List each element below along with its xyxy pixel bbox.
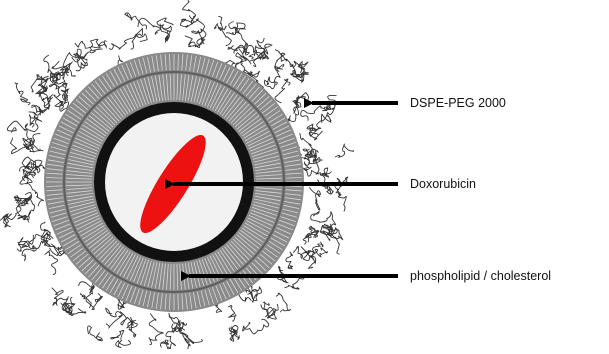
peg-chain (15, 82, 30, 105)
peg-chain (261, 304, 276, 319)
peg-chain (7, 121, 32, 141)
peg-chain (301, 106, 326, 121)
label-drug: Doxorubicin (410, 177, 476, 191)
peg-chain (106, 308, 123, 327)
peg-chain (160, 26, 172, 42)
peg-chain (286, 252, 293, 269)
peg-chain (22, 241, 36, 261)
peg-chain (125, 13, 147, 30)
peg-chain (275, 53, 287, 70)
peg-chain (214, 24, 231, 46)
peg-chain (65, 297, 74, 315)
peg-chain (264, 70, 280, 88)
peg-chain (109, 29, 142, 50)
peg-chain (131, 34, 148, 49)
peg-chain (149, 313, 164, 344)
peg-chain (183, 0, 198, 17)
peg-chain (335, 144, 353, 157)
peg-chain (243, 319, 269, 334)
peg-chain (236, 53, 251, 64)
peg-chain (111, 330, 131, 347)
peg-chain (25, 112, 42, 132)
peg-chain (228, 306, 236, 321)
peg-chain (88, 326, 103, 341)
peg-chain (309, 187, 320, 210)
peg-chain (22, 177, 44, 207)
peg-chain (62, 70, 76, 80)
peg-chain (318, 174, 328, 188)
peg-chain (185, 36, 203, 47)
label-peg: DSPE-PEG 2000 (410, 96, 506, 110)
peg-chain (336, 177, 348, 196)
label-lipid: phospholipid / cholesterol (410, 269, 551, 283)
peg-chain (138, 18, 161, 34)
peg-chain (45, 251, 58, 275)
